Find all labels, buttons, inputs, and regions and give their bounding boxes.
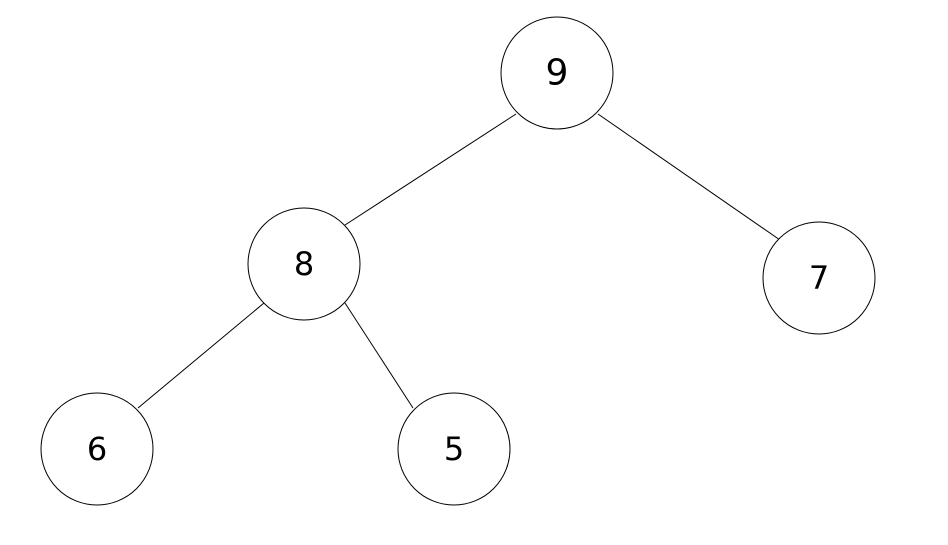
tree-node-9: 9 bbox=[500, 16, 614, 130]
node-label: 7 bbox=[809, 259, 829, 297]
node-circle bbox=[397, 392, 511, 506]
tree-node-6: 6 bbox=[40, 392, 154, 506]
node-label: 8 bbox=[294, 245, 314, 283]
node-circle bbox=[40, 392, 154, 506]
node-label: 6 bbox=[87, 430, 107, 468]
tree-node-8: 8 bbox=[247, 207, 361, 321]
edge-8-6 bbox=[137, 302, 265, 409]
edge-9-8 bbox=[344, 113, 517, 226]
node-circle bbox=[762, 221, 876, 335]
edge-8-5 bbox=[344, 302, 414, 409]
node-circle bbox=[247, 207, 361, 321]
node-label: 9 bbox=[546, 53, 569, 94]
edge-9-7 bbox=[597, 113, 781, 241]
node-circle bbox=[500, 16, 614, 130]
node-label: 5 bbox=[444, 430, 464, 468]
tree-node-5: 5 bbox=[397, 392, 511, 506]
tree-node-7: 7 bbox=[762, 221, 876, 335]
